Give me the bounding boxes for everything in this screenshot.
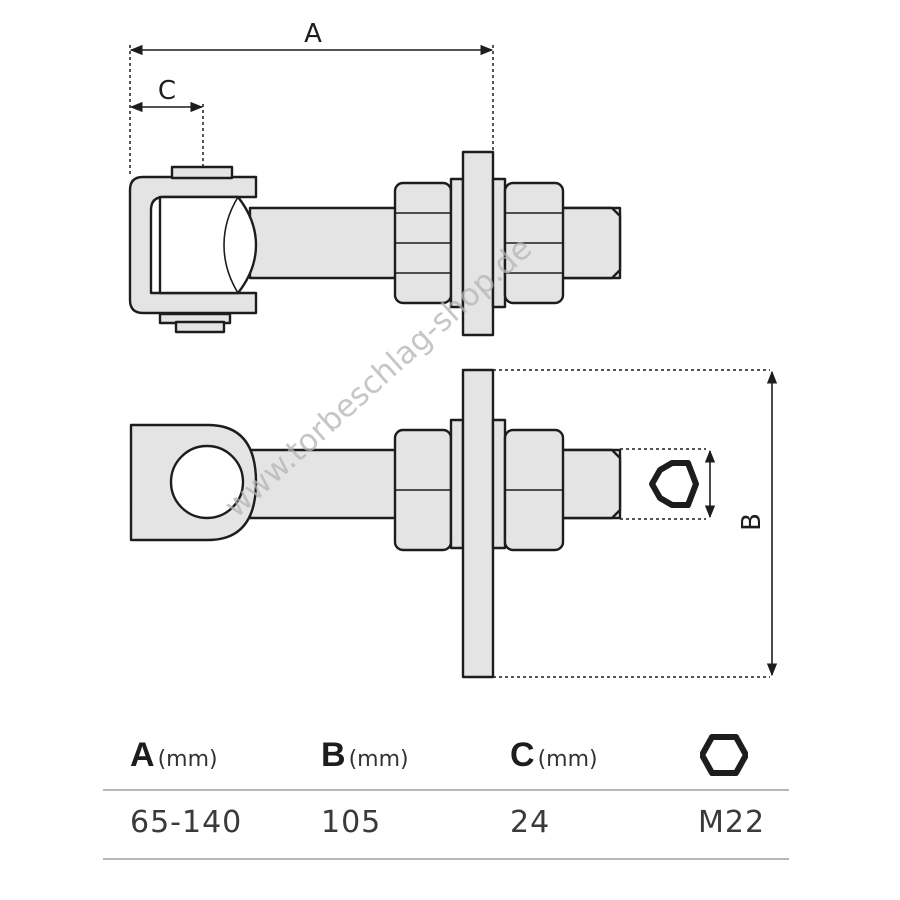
table-rule-top [103,789,789,791]
bottom-view [129,368,716,679]
top-view [128,150,622,337]
eye-curve [223,196,239,294]
dimension-a: A [129,19,494,176]
nut-right-front [503,428,565,552]
hex-size-icon [649,460,699,508]
mounting-plate-front [461,368,495,679]
header-b-letter: B [321,736,346,774]
washer-right-front [491,418,507,550]
header-hex [699,733,749,776]
header-c-letter: C [510,736,535,774]
eye-hole [169,444,245,520]
pin-cap-top [170,165,234,180]
header-a-letter: A [130,736,155,774]
header-b-unit: (mm) [348,747,409,772]
u-bracket [128,175,258,315]
header-c: C(mm) [510,736,598,776]
dimension-c: C [129,76,204,166]
dimension-b: B [493,369,778,678]
rod-tip [558,206,622,280]
rod-tip-front [558,448,622,520]
header-b: B(mm) [321,736,409,776]
nut-right-top [503,181,565,305]
dimension-a-label: A [304,19,322,49]
value-thread: M22 [698,805,766,840]
pin-cap-bottom [174,320,226,334]
dimension-c-label: C [158,76,176,106]
header-c-unit: (mm) [537,747,598,772]
value-b: 105 [321,805,382,840]
nut-left-front [393,428,453,552]
dimension-b-label: B [737,513,767,531]
header-a-unit: (mm) [157,747,218,772]
table-rule-bottom [103,858,789,860]
value-a: 65-140 [130,805,243,840]
header-a: A(mm) [130,736,218,776]
nut-left-top [393,181,453,305]
washer-left-front [449,418,465,550]
value-c: 24 [510,805,551,840]
hex-nut-icon [699,734,749,776]
eye-body [158,195,258,295]
